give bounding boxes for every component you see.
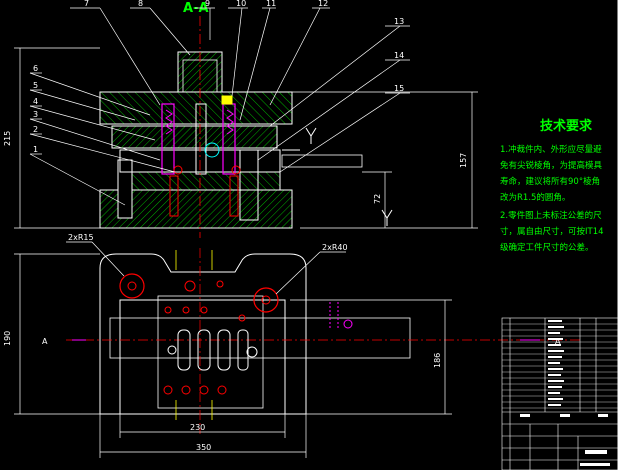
part-number-6: 6 xyxy=(33,64,38,73)
note-line-7: 级确定工件尺寸的公差。 xyxy=(500,242,594,253)
part-number-11: 11 xyxy=(266,0,276,8)
dim-width-inner: 230 xyxy=(190,423,205,432)
dim-width-total: 350 xyxy=(196,443,211,452)
part-number-9: 9 xyxy=(205,0,210,8)
dim-left-plan: 190 xyxy=(3,331,12,346)
notes-heading: 技术要求 xyxy=(540,118,593,134)
part-number-7: 7 xyxy=(84,0,89,8)
dim-height-total: 215 xyxy=(3,131,12,146)
part-number-15: 15 xyxy=(394,84,404,93)
note-line-5: 2.零件图上未标注公差的尺 xyxy=(500,210,602,221)
stripper-plate xyxy=(111,125,278,149)
technical-requirements: 技术要求 1.冲裁件内、外形应尽量避 免有尖锐棱角，为提高模具 寿命，建议将所有… xyxy=(500,118,604,253)
plan-view xyxy=(66,248,580,434)
part-number-8: 8 xyxy=(138,0,143,8)
section-dimensions xyxy=(14,47,478,229)
note-line-3: 寿命，建议将所有90°棱角 xyxy=(500,176,600,187)
part-number-2: 2 xyxy=(33,125,38,134)
part-number-4: 4 xyxy=(33,97,38,106)
plan-dimensions xyxy=(14,253,452,458)
part-number-13: 13 xyxy=(394,17,404,26)
dim-height-lower: 72 xyxy=(373,194,382,204)
part-number-5: 5 xyxy=(33,81,38,90)
note-line-2: 免有尖锐棱角，为提高模具 xyxy=(500,160,603,171)
leader-lines xyxy=(29,7,410,206)
part-number-12: 12 xyxy=(318,0,328,8)
note-line-6: 寸，属自由尺寸，可按IT14 xyxy=(500,226,604,237)
title-block xyxy=(501,317,618,470)
part-number-1: 1 xyxy=(33,145,38,154)
dim-right-plan: 186 xyxy=(433,353,442,368)
note-line-1: 1.冲裁件内、外形应尽量避 xyxy=(500,144,602,155)
note-line-4: 改为R1.5的圆角。 xyxy=(500,192,570,203)
dim-hole-2xR40: 2xR40 xyxy=(322,243,348,252)
section-view xyxy=(99,16,393,238)
view-mark-right: A xyxy=(555,337,561,346)
view-mark-left: A xyxy=(42,337,48,346)
part-number-3: 3 xyxy=(33,110,38,119)
parts-list-text-marks xyxy=(520,320,610,466)
part-number-10: 10 xyxy=(236,0,246,8)
part-number-14: 14 xyxy=(394,51,404,60)
section-title: A-A xyxy=(183,1,209,16)
dim-height-right: 157 xyxy=(459,153,468,168)
dim-hole-2xR15: 2xR15 xyxy=(68,233,94,242)
parts-list-rows xyxy=(502,323,618,409)
plan-leaders xyxy=(66,241,346,295)
